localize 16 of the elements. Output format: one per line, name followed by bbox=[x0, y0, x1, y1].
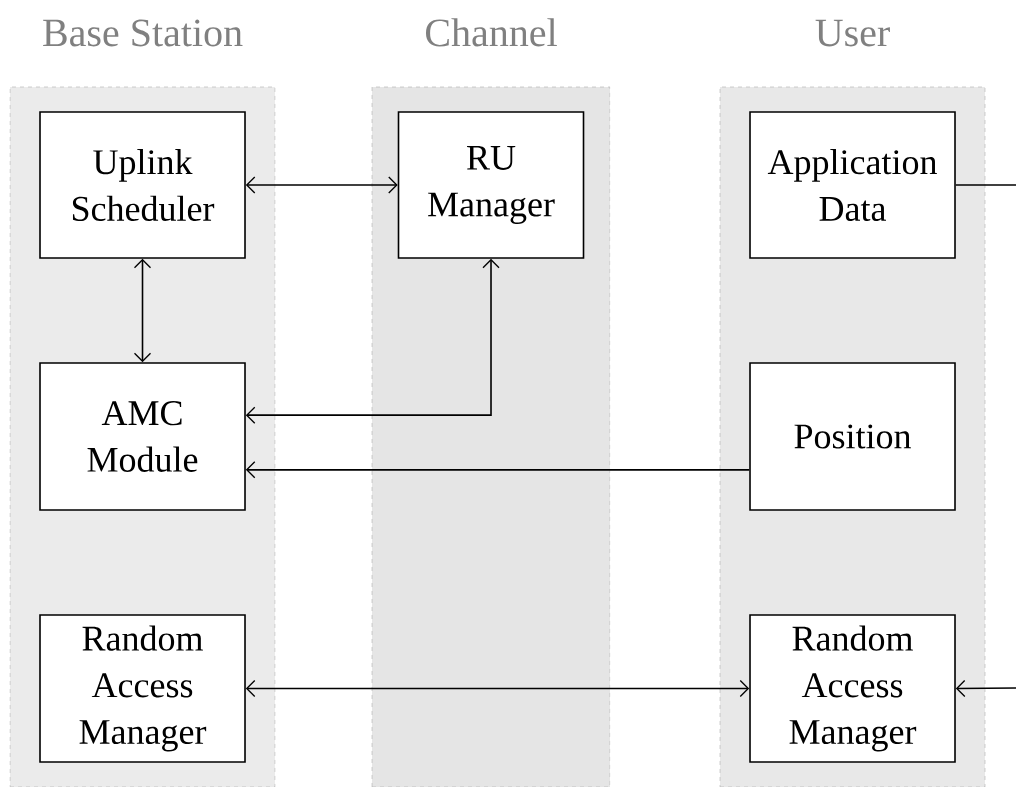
arrow bbox=[955, 679, 1016, 698]
process-box: Position bbox=[749, 362, 956, 511]
process-box: Random Access Manager bbox=[39, 614, 246, 763]
lane-heading: User bbox=[815, 19, 890, 47]
process-box: RU Manager bbox=[397, 111, 585, 259]
lane-heading: Channel bbox=[426, 18, 557, 47]
lane-heading: Base Station bbox=[43, 19, 243, 47]
arrow bbox=[245, 258, 500, 424]
process-box: Uplink Scheduler bbox=[39, 111, 246, 259]
arrow bbox=[245, 679, 750, 698]
process-box: Application Data bbox=[749, 111, 956, 259]
arrow bbox=[133, 258, 152, 363]
arrow bbox=[245, 461, 750, 479]
process-box: AMC Module bbox=[39, 362, 246, 511]
process-box: Random Access Manager bbox=[749, 614, 956, 763]
arrow bbox=[245, 176, 398, 194]
